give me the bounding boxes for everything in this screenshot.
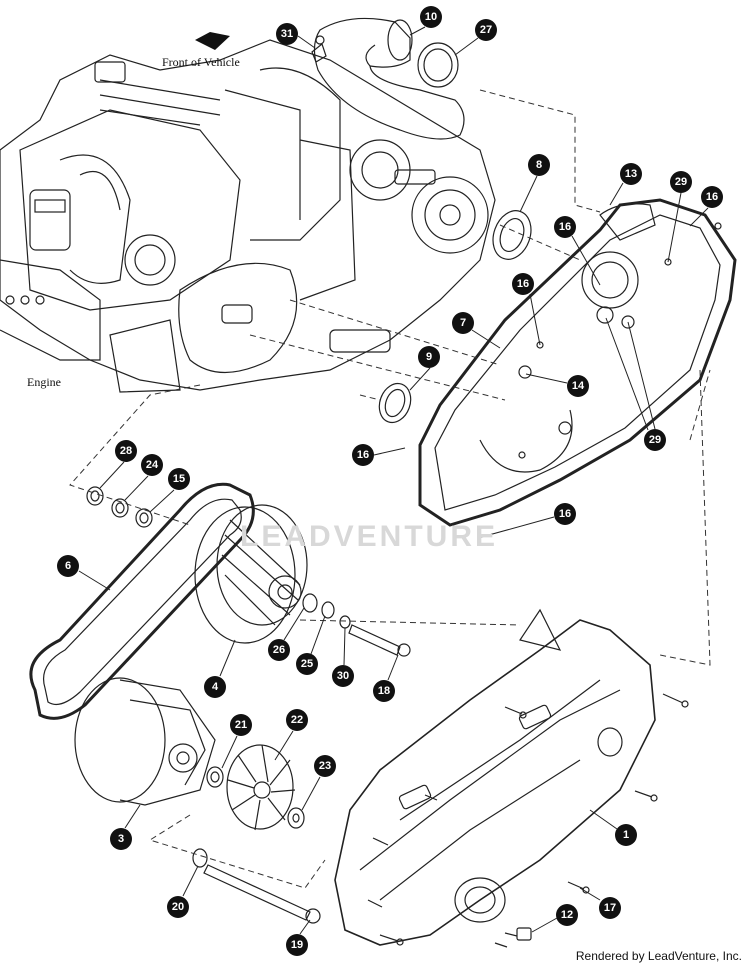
svg-text:18: 18	[378, 685, 390, 697]
credit-text: Rendered by LeadVenture, Inc.	[575, 949, 742, 963]
callout-16-topright: 16	[701, 186, 723, 208]
callout-bubbles: 31 10 27 8 13 29 16 16 16 7 9 14 29 16 1…	[57, 6, 723, 956]
svg-text:17: 17	[604, 902, 616, 914]
svg-text:1: 1	[623, 829, 629, 841]
gasket-ring-8	[492, 210, 532, 260]
svg-text:13: 13	[625, 168, 637, 180]
callout-12: 12	[556, 904, 578, 926]
callout-7: 7	[452, 312, 474, 334]
washer-25	[321, 601, 335, 619]
svg-text:4: 4	[212, 681, 219, 693]
callout-6: 6	[57, 555, 79, 577]
callout-9: 9	[418, 346, 440, 368]
seal-ring-part	[417, 42, 459, 88]
svg-text:9: 9	[426, 351, 432, 363]
callout-30: 30	[332, 665, 354, 687]
svg-text:8: 8	[536, 159, 542, 171]
dashed-leaders	[69, 89, 711, 889]
front-arrow-icon	[195, 32, 230, 50]
svg-text:27: 27	[480, 24, 492, 36]
svg-text:16: 16	[706, 191, 718, 203]
callout-22: 22	[286, 709, 308, 731]
drain-screw-12	[504, 927, 532, 941]
washer-21	[206, 766, 224, 788]
svg-text:6: 6	[65, 560, 71, 572]
callout-19: 19	[286, 934, 308, 956]
callout-27: 27	[475, 19, 497, 41]
washer-20	[192, 848, 208, 868]
svg-text:3: 3	[118, 833, 124, 845]
callout-28: 28	[115, 440, 137, 462]
svg-text:16: 16	[357, 449, 369, 461]
callout-29-bottom: 29	[644, 429, 666, 451]
intake-duct-part	[313, 17, 465, 140]
callout-10: 10	[420, 6, 442, 28]
svg-text:16: 16	[517, 278, 529, 290]
callout-13: 13	[620, 163, 642, 185]
callout-1: 1	[615, 824, 637, 846]
callout-24: 24	[141, 454, 163, 476]
watermark-text: LEADVENTURE	[240, 520, 499, 553]
cover-bolts	[367, 693, 689, 948]
svg-text:16: 16	[559, 221, 571, 233]
callout-16-b: 16	[512, 273, 534, 295]
callout-3: 3	[110, 828, 132, 850]
svg-text:15: 15	[173, 473, 185, 485]
bolt-18	[348, 624, 411, 657]
svg-text:29: 29	[649, 434, 661, 446]
engine-label: Engine	[27, 375, 61, 389]
svg-text:22: 22	[291, 714, 303, 726]
callout-16-bottom: 16	[554, 503, 576, 525]
drive-clutch-part	[74, 677, 216, 806]
svg-text:12: 12	[561, 909, 573, 921]
svg-text:10: 10	[425, 11, 437, 23]
callout-29-top: 29	[670, 171, 692, 193]
callout-16-left: 16	[352, 444, 374, 466]
driven-clutch-part	[194, 504, 308, 644]
callout-23: 23	[314, 755, 336, 777]
o-ring-15	[135, 508, 153, 528]
bolt-19	[203, 864, 321, 924]
svg-text:16: 16	[559, 508, 571, 520]
callout-16-a: 16	[554, 216, 576, 238]
callout-4: 4	[204, 676, 226, 698]
callout-21: 21	[230, 714, 252, 736]
callout-17: 17	[599, 897, 621, 919]
callout-8: 8	[528, 154, 550, 176]
svg-text:29: 29	[675, 176, 687, 188]
callout-31: 31	[276, 23, 298, 45]
front-of-vehicle-label: Front of Vehicle	[162, 55, 240, 69]
inner-cover-part	[418, 198, 737, 527]
svg-text:14: 14	[572, 380, 585, 392]
svg-text:24: 24	[146, 459, 159, 471]
callout-20: 20	[167, 896, 189, 918]
svg-text:30: 30	[337, 670, 349, 682]
drive-belt-part	[29, 482, 255, 720]
svg-text:7: 7	[460, 317, 466, 329]
callout-25: 25	[296, 653, 318, 675]
svg-text:26: 26	[273, 644, 285, 656]
svg-text:19: 19	[291, 939, 303, 951]
engine-drawing	[0, 39, 496, 393]
gasket-ring-9	[378, 382, 412, 424]
o-ring-28	[86, 486, 104, 506]
svg-text:31: 31	[281, 28, 293, 40]
svg-text:20: 20	[172, 901, 184, 913]
callout-18: 18	[373, 680, 395, 702]
outer-cover-part	[334, 608, 656, 946]
washer-30	[339, 615, 351, 629]
svg-text:21: 21	[235, 719, 247, 731]
washer-26	[302, 593, 318, 613]
svg-text:28: 28	[120, 445, 132, 457]
callout-leaders	[78, 26, 709, 935]
fan-22	[226, 744, 296, 831]
svg-text:25: 25	[301, 658, 313, 670]
callout-15: 15	[168, 468, 190, 490]
callout-26: 26	[268, 639, 290, 661]
o-ring-24	[111, 498, 129, 518]
washer-23	[287, 807, 305, 829]
callout-14: 14	[567, 375, 589, 397]
svg-text:23: 23	[319, 760, 331, 772]
